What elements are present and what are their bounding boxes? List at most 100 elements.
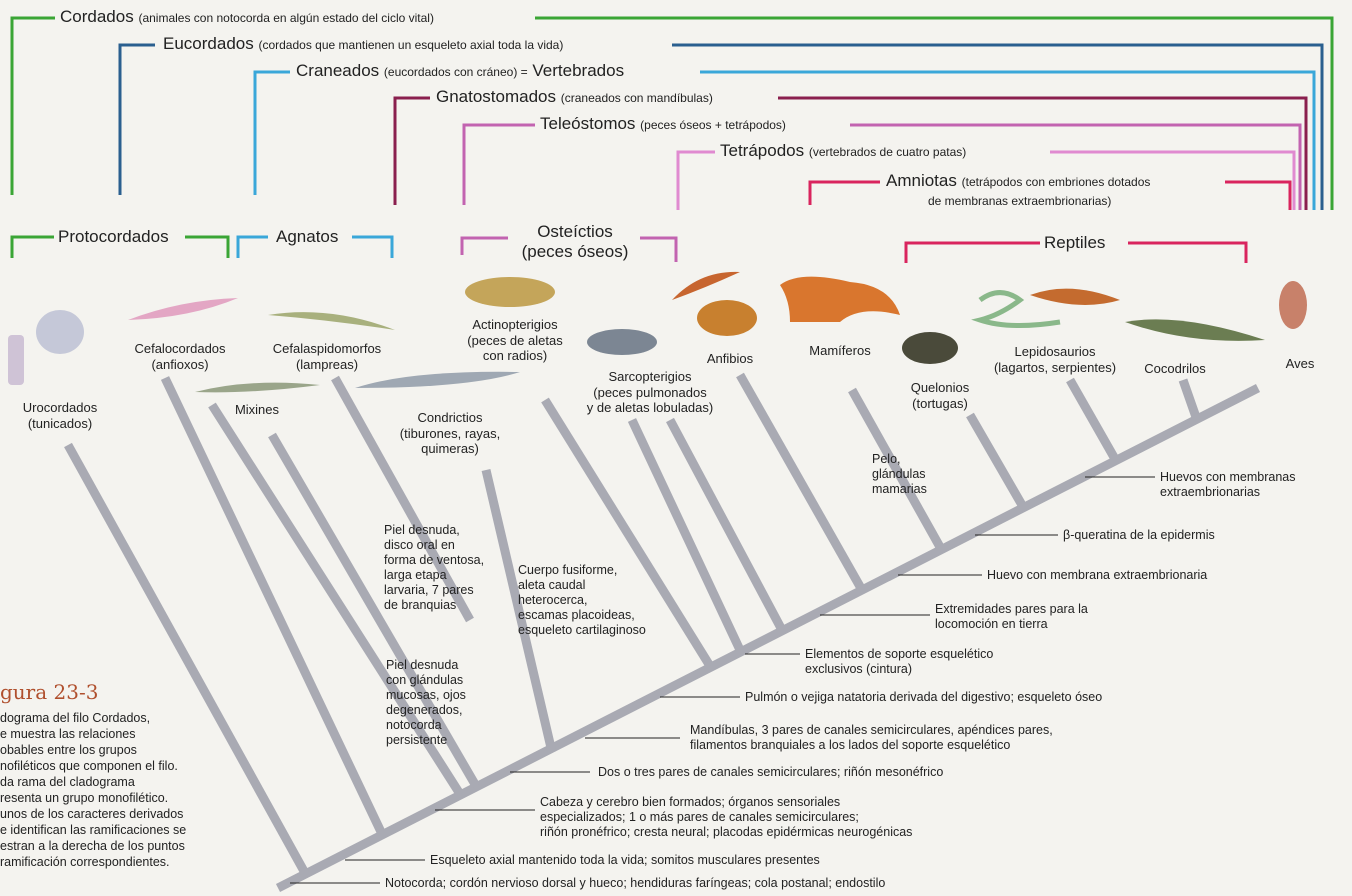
lamprey-illustration: [268, 312, 395, 330]
taxon-mamiferos: Mamíferos: [800, 343, 880, 359]
cordados-name: Cordados: [60, 7, 134, 26]
taxon-line: Cocodrilos: [1135, 361, 1215, 377]
gnatostomados-name: Gnatostomados: [436, 87, 556, 106]
taxon-line: (anfioxos): [125, 357, 235, 373]
character-line: degenerados,: [386, 703, 466, 718]
branch-mamiferos: [740, 375, 862, 590]
taxon-line: y de aletas lobuladas): [570, 400, 730, 416]
taxon-line: Lepidosaurios: [980, 344, 1130, 360]
character-line: extraembrionarias: [1160, 485, 1295, 500]
taxon-line: quimeras): [390, 441, 510, 457]
character-line: Piel desnuda: [386, 658, 466, 673]
taxon-line: (tiburones, rayas,: [390, 426, 510, 442]
caption-line: resenta un grupo monofilético.: [0, 790, 240, 806]
cordados-desc: (animales con notocorda en algún estado …: [138, 11, 434, 25]
taxon-line: (lagartos, serpientes): [980, 360, 1130, 376]
group-osteictios: Osteíctios (peces óseos): [510, 222, 640, 263]
character-line: Pelo,: [872, 452, 927, 467]
amniotas-name: Amniotas: [886, 171, 957, 190]
taxon-line: Actinopterigios: [460, 317, 570, 333]
taxon-actinopterigios: Actinopterigios(peces de aletascon radio…: [460, 317, 570, 364]
taxon-cocodrilos: Cocodrilos: [1135, 361, 1215, 377]
character-line: glándulas: [872, 467, 927, 482]
character-line: persistente: [386, 733, 466, 748]
frog-illustration: [697, 300, 757, 336]
character-line: mucosas, ojos: [386, 688, 466, 703]
taxon-line: Sarcopterigios: [570, 369, 730, 385]
label-amniotas: Amniotas (tetrápodos con embriones dotad…: [886, 171, 1150, 191]
branch-aves: [1183, 380, 1197, 420]
character-line: disco oral en: [384, 538, 484, 553]
taxon-condrictios: Condrictios(tiburones, rayas,quimeras): [390, 410, 510, 457]
label-teleostomos: Teleóstomos (peces óseos + tetrápodos): [540, 114, 786, 134]
tetrapodos-desc: (vertebrados de cuatro patas): [809, 145, 966, 159]
taxon-lepidosaurios: Lepidosaurios(lagartos, serpientes): [980, 344, 1130, 375]
lancelet-illustration: [128, 298, 238, 320]
taxon-cefalaspidomorfos: Cefalaspidomorfos(lampreas): [262, 341, 392, 372]
taxon-urocordados: Urocordados(tunicados): [10, 400, 110, 431]
character-queratina: β-queratina de la epidermis: [1063, 528, 1215, 543]
character-line: larvaria, 7 pares: [384, 583, 484, 598]
caption-line: estran a la derecha de los puntos: [0, 838, 240, 854]
character-line: filamentos branquiales a los lados del s…: [690, 738, 1053, 753]
character-line: Extremidades pares para la: [935, 602, 1088, 617]
taxon-line: con radios): [460, 348, 570, 364]
character-pulmon: Pulmón o vejiga natatoria derivada del d…: [745, 690, 1102, 705]
character-canales: Dos o tres pares de canales semicircular…: [598, 765, 943, 780]
taxon-quelonios: Quelonios(tortugas): [900, 380, 980, 411]
turtle-illustration: [902, 332, 958, 364]
character-line: mamarias: [872, 482, 927, 497]
character-cintura: Elementos de soporte esqueléticoexclusiv…: [805, 647, 993, 677]
taxon-sarcopterigios: Sarcopterigios(peces pulmonadosy de alet…: [570, 369, 730, 416]
character-line: con glándulas: [386, 673, 466, 688]
vertebrados-label: Vertebrados: [532, 61, 624, 80]
character-line: Cabeza y cerebro bien formados; órganos …: [540, 795, 912, 810]
character-line: notocorda: [386, 718, 466, 733]
taxon-line: Condrictios: [390, 410, 510, 426]
character-line: riñón pronéfrico; cresta neural; placoda…: [540, 825, 912, 840]
coelacanth-illustration: [587, 329, 657, 355]
character-line: especializados; 1 o más pares de canales…: [540, 810, 912, 825]
caption-line: obables entre los grupos: [0, 742, 240, 758]
crocodile-illustration: [1125, 319, 1265, 341]
character-line: esqueleto cartilaginoso: [518, 623, 646, 638]
character-huevo: Huevo con membrana extraembrionaria: [987, 568, 1207, 583]
taxon-line: Cefalaspidomorfos: [262, 341, 392, 357]
osteictios-line2: (peces óseos): [510, 242, 640, 262]
salamander-illustration: [672, 272, 740, 300]
group-protocordados: Protocordados: [54, 227, 173, 247]
taxon-aves: Aves: [1275, 356, 1325, 372]
gnatostomados-desc: (craneados con mandíbulas): [561, 91, 713, 105]
character-line: aleta caudal: [518, 578, 646, 593]
perch-illustration: [465, 277, 555, 307]
craneados-desc: (eucordados con cráneo) =: [384, 65, 528, 79]
eucordados-desc: (cordados que mantienen un esqueleto axi…: [258, 38, 563, 52]
label-gnatostomados: Gnatostomados (craneados con mandíbulas): [436, 87, 713, 107]
teleostomos-desc: (peces óseos + tetrápodos): [640, 118, 786, 132]
craneados-name: Craneados: [296, 61, 379, 80]
character-esqueleto-axial: Esqueleto axial mantenido toda la vida; …: [430, 853, 820, 868]
caption-line: nofiléticos que componen el filo.: [0, 758, 240, 774]
character-line: forma de ventosa,: [384, 553, 484, 568]
character-cabeza: Cabeza y cerebro bien formados; órganos …: [540, 795, 912, 840]
caption-line: ramificación correspondientes.: [0, 854, 240, 870]
taxon-line: Aves: [1275, 356, 1325, 372]
caption-title: gura 23-3: [0, 680, 98, 704]
taxon-line: Urocordados: [10, 400, 110, 416]
taxon-line: (lampreas): [262, 357, 392, 373]
fox-illustration: [780, 277, 900, 322]
caption-line: e muestra las relaciones: [0, 726, 240, 742]
caption-line: e identifican las ramificaciones se: [0, 822, 240, 838]
teleostomos-name: Teleóstomos: [540, 114, 635, 133]
bracket-teleostomos: [464, 125, 1300, 210]
character-line: Huevos con membranas: [1160, 470, 1295, 485]
taxon-line: Mixines: [222, 402, 292, 418]
kingfisher-illustration: [1279, 281, 1307, 329]
character-membranas: Huevos con membranasextraembrionarias: [1160, 470, 1295, 500]
taxon-line: Anfibios: [700, 351, 760, 367]
label-tetrapodos: Tetrápodos (vertebrados de cuatro patas): [720, 141, 966, 161]
taxon-cefalocordados: Cefalocordados(anfioxos): [125, 341, 235, 372]
